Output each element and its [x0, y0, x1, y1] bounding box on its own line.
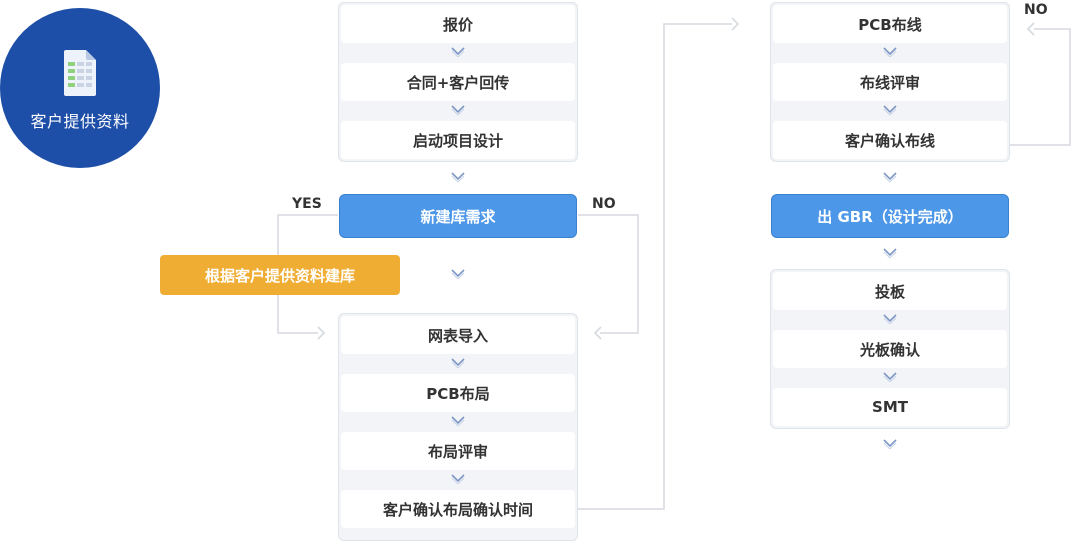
step-customer-confirm-layout: 客户确认布局确认时间 — [341, 490, 575, 528]
chevron-down-icon — [451, 269, 465, 279]
yes-label: YES — [292, 196, 322, 212]
left-bottom-group: 网表导入 PCB布局 布局评审 客户确认布局确认时间 — [338, 313, 578, 541]
chevron-down-icon — [883, 105, 897, 115]
badge-label: 客户提供资料 — [30, 112, 130, 131]
step-pcb-layout: PCB布局 — [341, 374, 575, 412]
step-customer-confirm-routing: 客户确认布线 — [773, 121, 1007, 159]
chevron-down-icon — [451, 416, 465, 426]
chevron-down-icon — [883, 248, 897, 258]
document-icon — [64, 50, 96, 96]
gbr-output: 出 GBR（设计完成） — [771, 194, 1009, 238]
step-pcb-routing: PCB布线 — [773, 5, 1007, 43]
chevron-down-icon — [883, 314, 897, 324]
chevron-down-icon — [883, 372, 897, 382]
step-smt: SMT — [773, 388, 1007, 426]
build-library-step: 根据客户提供资料建库 — [160, 255, 400, 295]
chevron-down-icon — [883, 439, 897, 449]
step-start-project: 启动项目设计 — [341, 121, 575, 159]
step-routing-review: 布线评审 — [773, 63, 1007, 101]
step-quote: 报价 — [341, 5, 575, 43]
chevron-down-icon — [451, 172, 465, 182]
right-top-group: PCB布线 布线评审 客户确认布线 — [770, 2, 1010, 162]
step-layout-review: 布局评审 — [341, 432, 575, 470]
chevron-down-icon — [883, 172, 897, 182]
left-top-group: 报价 合同+客户回传 启动项目设计 — [338, 2, 578, 162]
step-board-order: 投板 — [773, 272, 1007, 310]
library-decision: 新建库需求 — [339, 194, 577, 238]
chevron-down-icon — [451, 47, 465, 57]
chevron-down-icon — [451, 358, 465, 368]
step-netlist-import: 网表导入 — [341, 316, 575, 354]
right-bottom-group: 投板 光板确认 SMT — [770, 269, 1010, 429]
chevron-down-icon — [883, 47, 897, 57]
step-contract: 合同+客户回传 — [341, 63, 575, 101]
step-bare-board-confirm: 光板确认 — [773, 330, 1007, 368]
chevron-down-icon — [451, 105, 465, 115]
no-label: NO — [592, 196, 616, 212]
loop-no-label: NO — [1024, 2, 1048, 18]
chevron-down-icon — [451, 474, 465, 484]
source-badge: 客户提供资料 — [0, 8, 160, 168]
